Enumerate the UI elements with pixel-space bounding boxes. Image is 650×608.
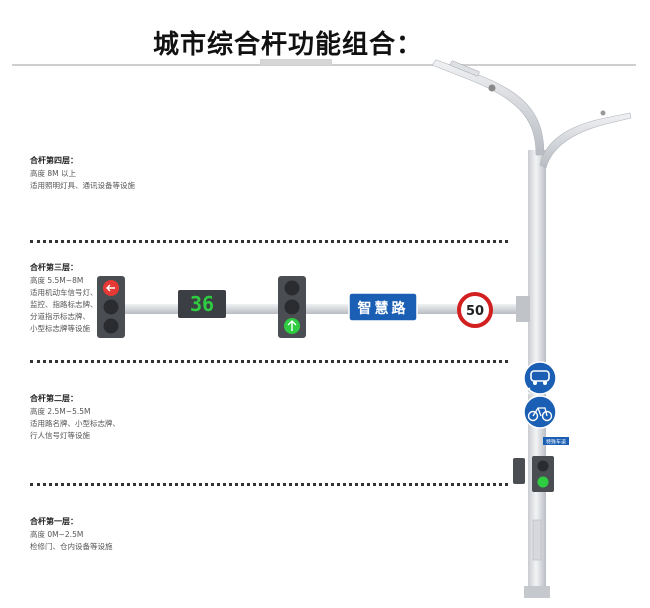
layer-4-description: 合杆第四层： 高度 8M 以上 适用照明灯具、通讯设备等设施 (30, 155, 150, 192)
layer-1-heading: 合杆第一层： (30, 517, 78, 526)
countdown-number: 36 (190, 292, 214, 316)
small-info-plate (543, 437, 569, 445)
layer-3-line: 分道指示标志牌、 (30, 312, 90, 321)
arrow-left-icon (106, 284, 115, 292)
speed-limit-value: 50 (466, 304, 484, 319)
layer-3-description: 合杆第三层： 高度 5.5M~8M 适用机动车信号灯、 监控、指路标志牌、 分道… (30, 262, 150, 335)
layer-divider (30, 360, 508, 363)
sensor-icon (600, 110, 606, 116)
small-plate-text: 特殊车道 (546, 439, 566, 446)
signal-arm (110, 304, 530, 314)
pedestrian-red-lamp (537, 460, 549, 472)
layer-2-line: 适用路名牌、小型标志牌、 (30, 419, 120, 428)
road-name-sign (348, 292, 418, 322)
arrow-icon (524, 387, 531, 395)
countdown-display (178, 290, 226, 318)
layer-3-line: 高度 5.5M~8M (30, 276, 84, 285)
pole-base (524, 586, 550, 598)
layer-3-line: 监控、指路标志牌、 (30, 300, 98, 309)
maintenance-door (532, 519, 542, 561)
layer-divider (30, 483, 508, 486)
car-icon (530, 370, 550, 382)
layer-3-line: 小型标志牌等设施 (30, 324, 90, 333)
layer-3-heading: 合杆第三层： (30, 263, 78, 272)
layer-2-heading: 合杆第二层： (30, 394, 78, 403)
left-lamp-arm (431, 59, 545, 156)
layer-3-line: 适用机动车信号灯、 (30, 288, 98, 297)
layer-4-heading: 合杆第四层： (30, 156, 78, 165)
layer-2-description: 合杆第二层： 高度 2.5M~5.5M 适用路名牌、小型标志牌、 行人信号灯等设… (30, 393, 150, 442)
layer-1-line: 高度 0M~2.5M (30, 530, 84, 539)
bicycle-icon (541, 410, 553, 422)
camera-icon (488, 84, 496, 92)
car-wheel-icon (533, 381, 537, 385)
page-title: 城市综合杆功能组合： (152, 30, 423, 60)
right-lamp-arm (539, 112, 632, 169)
lamp-head (450, 60, 480, 77)
speed-limit-sign (457, 292, 493, 328)
layer-divider (30, 240, 508, 243)
signal-green-lamp (103, 318, 119, 334)
bicycle-icon (527, 410, 539, 422)
motor-lane-sign (523, 361, 557, 395)
signal-red-lamp (284, 280, 300, 296)
arm-bracket (516, 296, 530, 322)
layer-2-line: 行人信号灯等设施 (30, 431, 90, 440)
title-underline-accent (260, 59, 332, 65)
pedestrian-green-lamp (537, 476, 549, 488)
layer-1-description: 合杆第一层： 高度 0M~2.5M 检修门、仓内设备等设施 (30, 516, 150, 553)
signal-yellow-lamp (103, 299, 119, 315)
layer-4-line: 适用照明灯具、通讯设备等设施 (30, 181, 135, 190)
pedestrian-signal-side (513, 458, 525, 484)
layer-4-line: 高度 8M 以上 (30, 169, 77, 178)
pedestrian-signal (532, 456, 554, 492)
bicycle-frame-icon (532, 407, 548, 417)
road-name-text: 智慧路 (357, 300, 409, 317)
arrow-up-icon (287, 320, 297, 331)
title-underline (12, 64, 636, 66)
signal-yellow-lamp (284, 299, 300, 315)
layer-2-line: 高度 2.5M~5.5M (30, 407, 91, 416)
layer-1-line: 检修门、仓内设备等设施 (30, 542, 113, 551)
car-wheel-icon (543, 381, 547, 385)
